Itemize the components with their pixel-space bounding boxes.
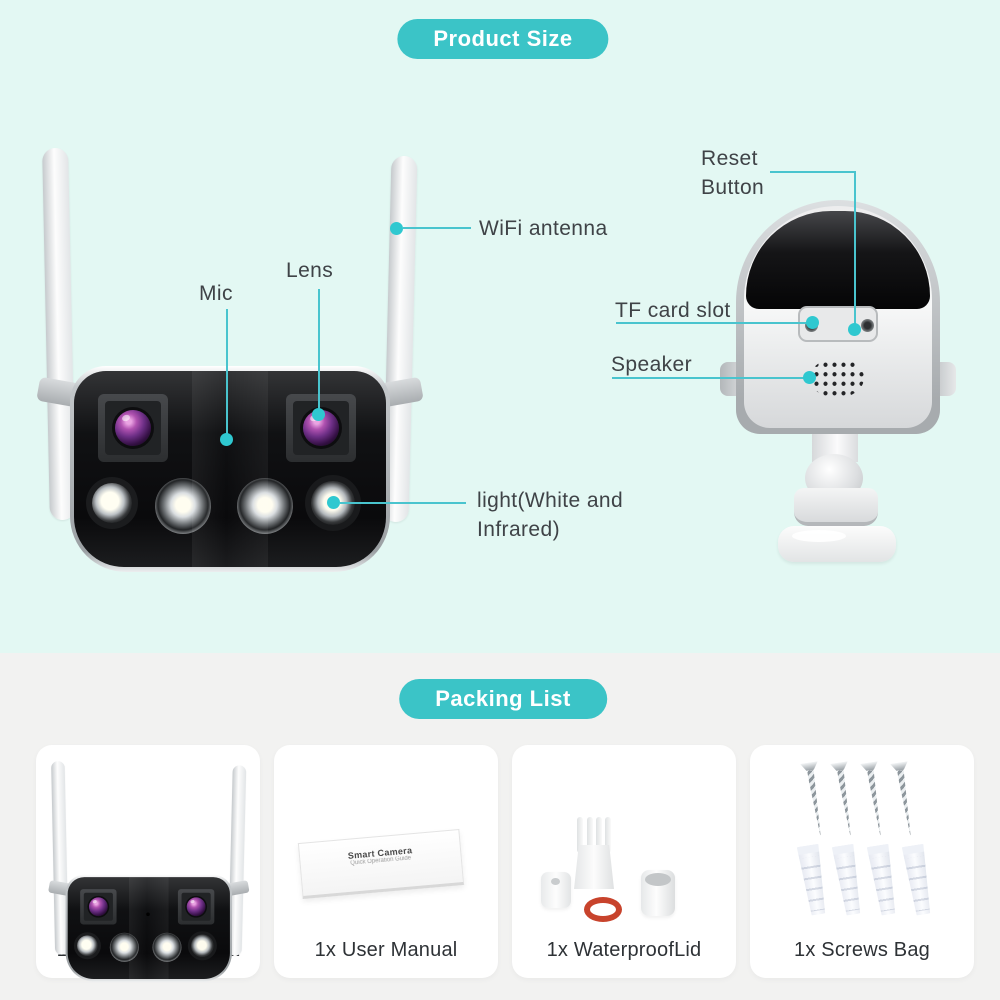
lens-recess-left <box>98 394 168 462</box>
packing-card-waterproof-lid: 1x WaterproofLid <box>512 745 736 978</box>
lens-left <box>89 897 108 917</box>
label-reset-line1: Reset <box>701 147 758 170</box>
lens-recess-right <box>177 889 215 925</box>
waterproof-nut <box>541 872 571 908</box>
spotlight-left <box>77 935 98 957</box>
gland-prong <box>577 817 583 853</box>
spotlight-right <box>190 934 214 958</box>
lens-recess-right <box>286 394 356 462</box>
dot-wifi-antenna <box>390 222 403 235</box>
dot-lens <box>312 408 325 421</box>
camera-body <box>74 371 386 567</box>
packing-list-badge: Packing List <box>399 679 607 719</box>
dot-light <box>327 496 340 509</box>
line-wifi-antenna <box>403 227 471 229</box>
white-light-left <box>155 478 211 534</box>
body-gloss <box>129 877 169 980</box>
line-mic <box>226 309 228 435</box>
label-reset-button: Reset Button <box>701 144 764 202</box>
label-reset-line2: Button <box>701 176 765 199</box>
spotlight-left <box>92 483 132 523</box>
camera-body <box>67 877 230 980</box>
bullet-camera-back <box>700 140 980 570</box>
label-mic: Mic <box>199 282 233 305</box>
packing-item-label: 1x WaterproofLid <box>546 939 702 961</box>
gland-prong <box>596 817 602 853</box>
label-light-line1: light(White and <box>477 489 624 512</box>
line-light <box>340 502 466 504</box>
dot-tf-card-slot <box>806 316 819 329</box>
line-reset-v <box>854 171 856 326</box>
label-lens: Lens <box>286 259 334 282</box>
product-size-badge: Product Size <box>397 19 609 59</box>
line-speaker <box>612 377 806 379</box>
waterproof-cap <box>641 870 675 916</box>
label-wifi-antenna: WiFi antenna <box>479 217 608 240</box>
speaker-grille <box>810 358 864 398</box>
gland-prong <box>605 817 611 853</box>
label-tf-card-slot: TF card slot <box>615 299 731 322</box>
lens-left <box>115 410 151 446</box>
gland-prong <box>587 817 593 853</box>
mic-hole <box>146 912 150 917</box>
dual-lens-camera-front <box>36 140 424 580</box>
product-size-section: Product Size <box>0 0 1000 653</box>
line-reset-h <box>770 171 856 173</box>
packing-item-label: 1x User Manual <box>314 939 458 961</box>
label-light: light(White and Infrared) <box>477 486 623 544</box>
body-gloss <box>192 371 268 567</box>
reset-button-screw <box>861 319 874 332</box>
mount-base <box>778 526 896 562</box>
packing-camera-image <box>48 757 250 986</box>
packing-item-label: 1x Screws Bag <box>794 939 930 961</box>
lens-right <box>186 897 206 917</box>
o-ring <box>584 897 622 922</box>
packing-card-screws-bag: 1x Screws Bag <box>750 745 974 978</box>
lens-recess-left <box>80 889 117 925</box>
white-light-left <box>109 932 139 962</box>
white-light-right <box>152 932 182 962</box>
waterproof-gland <box>574 817 614 889</box>
mount-collar <box>794 488 878 526</box>
line-lens <box>318 289 320 411</box>
line-tf-card-slot <box>616 322 808 324</box>
label-speaker: Speaker <box>611 353 693 376</box>
dot-mic <box>220 433 233 446</box>
dot-speaker <box>803 371 816 384</box>
dot-reset-button <box>848 323 861 336</box>
gland-body <box>574 845 614 889</box>
white-light-right <box>237 478 293 534</box>
camera-back-body <box>744 206 932 428</box>
label-light-line2: Infrared) <box>477 518 560 541</box>
